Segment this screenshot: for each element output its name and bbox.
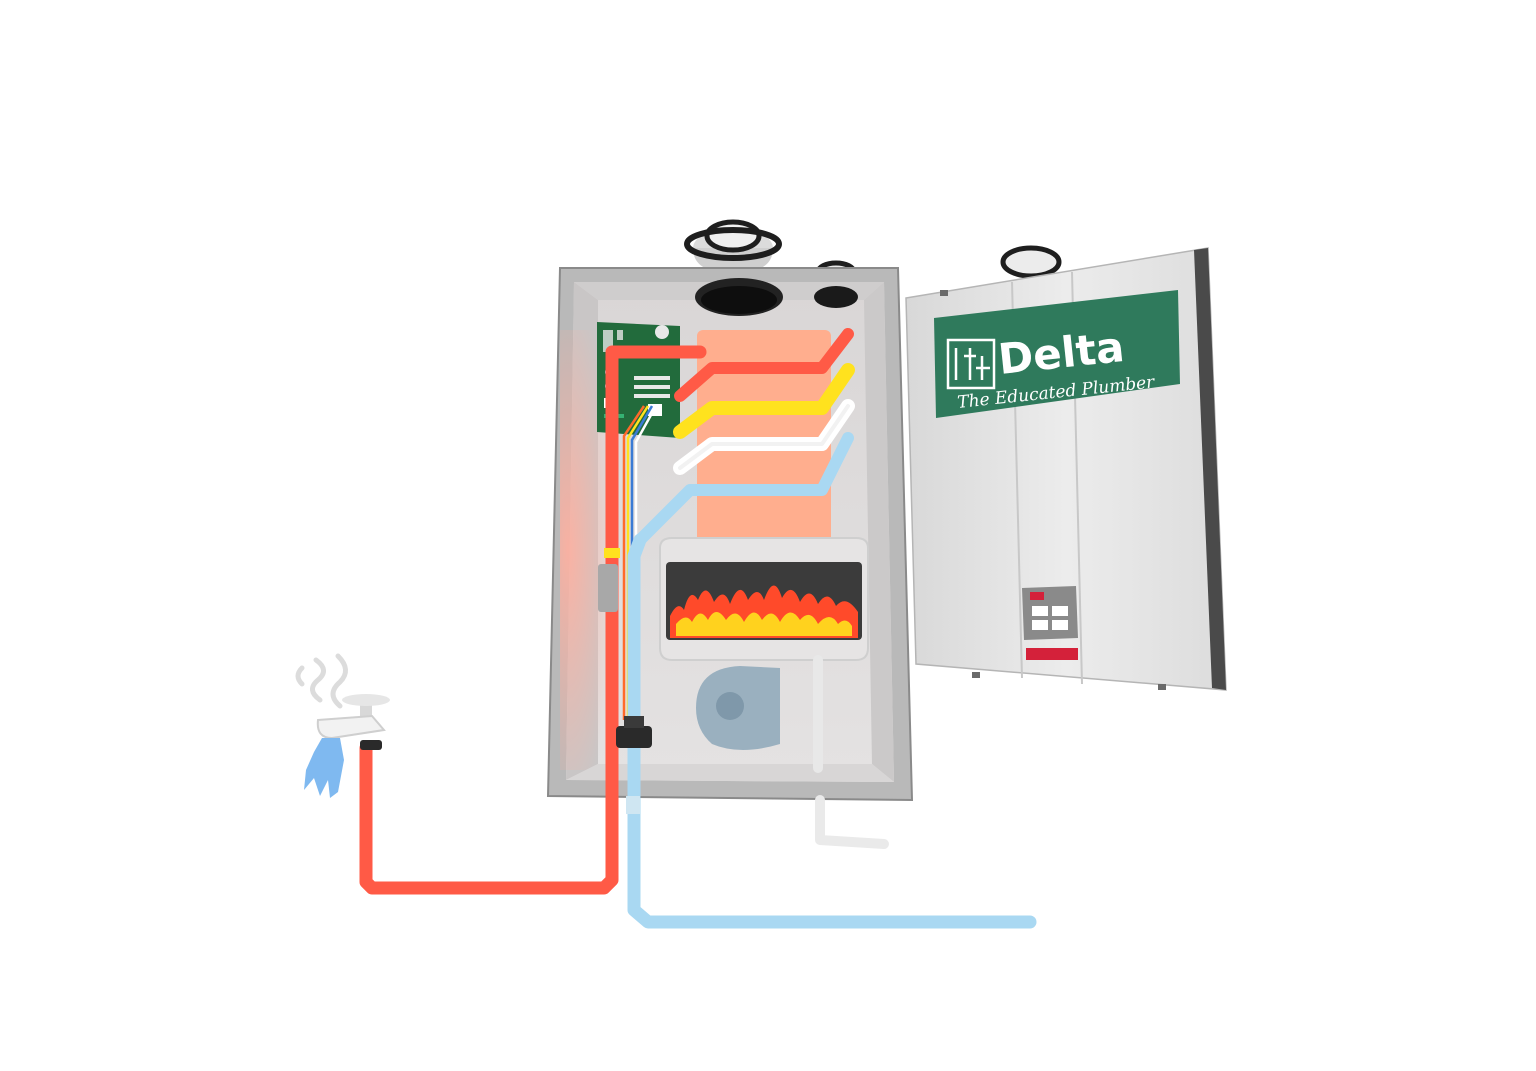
fan-icon: [696, 666, 780, 750]
steam-icon: [298, 656, 346, 706]
keypad-icon: [1022, 586, 1078, 660]
water-drop-icon: [304, 738, 344, 798]
